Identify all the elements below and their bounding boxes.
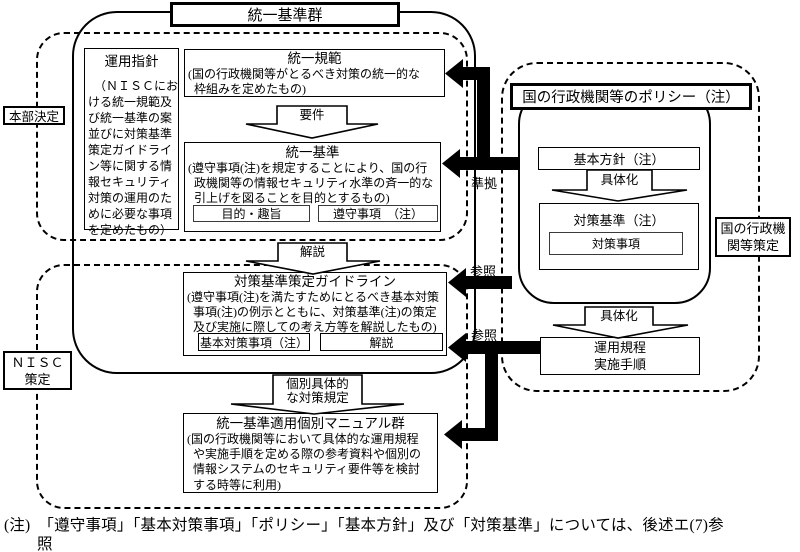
gutaika-arrow-label-1: 具体化 [600, 173, 639, 187]
unyo-shishin-box: 運用指針 （ＮＩＳＣにお ける統一規範及 び統一基準の案 並びに対策基準 策定ガ… [84, 48, 179, 237]
kuni-sakutei-line2: 関等策定 [726, 238, 779, 253]
kuni-sakutei-line1: 国の行政機 [720, 221, 786, 236]
yoken-arrow-label: 要件 [299, 108, 325, 122]
mokuteki-shushi-label: 目的・趣旨 [221, 207, 282, 221]
manual-line: (国の行政機関等において具体的な運用規程 [187, 432, 419, 446]
touitsu-kihan-title: 統一規範 [287, 51, 342, 66]
guideline-line: (遵守事項(注)を満たすためにとるべき基本対策 [187, 290, 439, 304]
policy-title-box: 国の行政機関等のポリシー（注） [510, 83, 752, 110]
touitsu-kihan-box: 統一規範 (国の行政機関等がとるべき対策の統一的な 枠組みを定めたもの) [184, 49, 445, 97]
nisc-label-line1: ＮＩＳＣ [11, 354, 64, 370]
guideline-line: 及び実施に際しての考え方等を解説したもの) [193, 319, 437, 334]
unyo-kitei-line1: 運用規程 [593, 340, 646, 355]
kobetsu-arrow-label: 個別具体的 な対策規定 [273, 377, 362, 405]
guideline-line: 事項(注)の例示とともに、対策基準(注)の策定 [193, 304, 437, 319]
unified-standards-title-box: 統一基準群 [170, 2, 400, 27]
kaisetsu-subbox: 解説 [320, 333, 443, 351]
gutaika-arrow-label-2: 具体化 [600, 309, 638, 323]
unyo-shishin-line: 策定ガイドライ [88, 143, 173, 157]
unyo-shishin-title: 運用指針 [104, 54, 159, 69]
unyo-shishin-line: 対策の運用のた [88, 191, 173, 205]
mokuteki-shushi-subbox: 目的・趣旨 [193, 205, 310, 222]
unyo-shishin-line: 並びに対策基準 [88, 127, 173, 141]
nisc-label-line2: 策定 [24, 371, 51, 387]
unyo-shishin-line: めに必要な事項 [88, 207, 173, 221]
sansho-label-2: 参照 [471, 328, 498, 343]
unified-standards-title: 統一基準群 [247, 8, 323, 24]
junkyo-label: 準拠 [471, 176, 498, 191]
kihon-hoshin-label: 基本方針（注） [573, 152, 665, 167]
unyo-shishin-line: ン等に関する情 [88, 159, 173, 173]
touitsu-kijun-line: (遵守事項(注)を規定することにより、国の行 [188, 161, 428, 175]
policy-inner-container [518, 88, 711, 304]
kaisetsu-arrow-label: 解説 [299, 245, 325, 259]
honbu-kettei-label: 本部決定 [8, 110, 59, 124]
touitsu-kihan-line: (国の行政機関等がとるべき対策の統一的な [188, 67, 420, 81]
honbu-scope-dashed-frame [36, 32, 468, 241]
unyo-kitei-box: 運用規程 実施手順 [540, 337, 700, 375]
unyo-shishin-line: ける統一規範及 [88, 95, 173, 109]
unyo-shishin-line: 報セキュリティ [88, 175, 172, 189]
touitsu-kijun-line: 引上げを図ることを目的とするもの) [194, 191, 390, 206]
thick-arrow-vertical-branch-bottom [485, 341, 498, 441]
taisaku-kijun-title: 対策基準（注） [573, 213, 665, 228]
touitsu-kijun-title: 統一基準 [285, 145, 340, 160]
kaisetsu-subbox-label: 解説 [369, 335, 394, 350]
junshu-jiko-label: 遵守事項 （注） [332, 207, 423, 221]
manual-box: 統一基準適用個別マニュアル群 (国の行政機関等において具体的な運用規程 や実施手… [183, 413, 438, 493]
kihon-taisaku-jiko-subbox: 基本対策事項（注） [198, 333, 310, 351]
sansho-label-1: 参照 [470, 264, 497, 279]
kihon-taisaku-jiko-label: 基本対策事項（注） [199, 335, 308, 350]
footnote-line1: (注) 「遵守事項」「基本対策事項」「ポリシー」「基本方針」及び「対策基準」につ… [4, 517, 724, 534]
manual-line: 情報システムのセキュリティ要件等を検討 [193, 462, 420, 477]
taisaku-jiko-subbox: 対策事項 [549, 232, 683, 255]
kuni-sakutei-label-box: 国の行政機 関等策定 [715, 217, 791, 257]
honbu-kettei-label-box: 本部決定 [3, 106, 65, 125]
unyo-kitei-line2: 実施手順 [593, 357, 646, 372]
touitsu-kihan-line: 枠組みを定めたもの) [194, 81, 306, 96]
manual-title: 統一基準適用個別マニュアル群 [216, 416, 405, 431]
touitsu-kijun-line: 政機関等の情報セキュリティ水準の斉一的な [194, 176, 434, 191]
manual-line: や実施手順を定める際の参考資料や個別の [193, 447, 422, 462]
junshu-jiko-subbox: 遵守事項 （注） [318, 205, 438, 222]
unyo-shishin-line: （ＮＩＳＣにお [94, 79, 179, 93]
thick-arrow-vertical-branch-top [477, 67, 490, 170]
footnote-line2: 照 [37, 536, 53, 552]
guideline-box: 対策基準策定ガイドライン (遵守事項(注)を満たすためにとるべき基本対策 事項(… [183, 272, 447, 356]
unyo-shishin-line: び統一基準の案 [88, 111, 173, 125]
policy-title: 国の行政機関等のポリシー（注） [522, 90, 740, 106]
guideline-title: 対策基準策定ガイドライン [234, 274, 396, 289]
nisc-sakutei-label-box: ＮＩＳＣ 策定 [3, 351, 72, 390]
kobetsu-line2: な対策規定 [286, 391, 349, 405]
manual-line: する時等に利用) [193, 477, 281, 492]
kobetsu-line1: 個別具体的 [286, 377, 349, 391]
unyo-shishin-line: を定めたもの） [88, 223, 173, 237]
kihon-hoshin-box: 基本方針（注） [538, 147, 700, 170]
taisaku-jiko-label: 対策事項 [591, 237, 640, 251]
